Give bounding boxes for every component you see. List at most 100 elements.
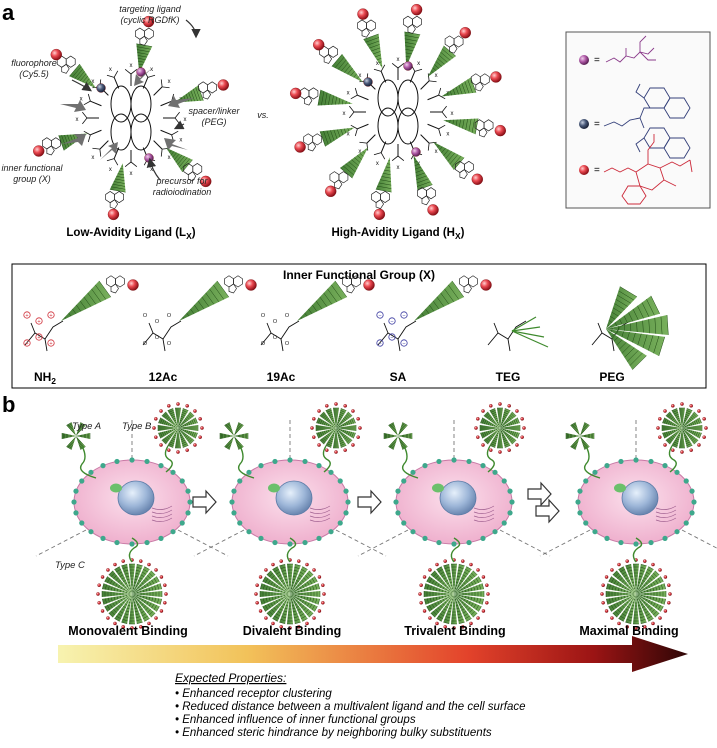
inner-group-label-4: TEG bbox=[496, 370, 521, 384]
svg-text:x: x bbox=[76, 117, 79, 123]
type-b-label: Type B bbox=[122, 421, 152, 432]
svg-text:spacer/linker: spacer/linker bbox=[188, 106, 240, 116]
svg-text:precursor for: precursor for bbox=[155, 176, 208, 186]
low-avidity-title: Low-Avidity Ligand (LX) bbox=[66, 227, 195, 241]
vs-label: vs. bbox=[257, 110, 269, 120]
stage-arrow-1 bbox=[193, 491, 216, 513]
svg-text:targeting ligand: targeting ligand bbox=[119, 4, 182, 14]
expected-properties-list: • Enhanced receptor clustering• Reduced … bbox=[175, 688, 526, 739]
svg-text:O: O bbox=[261, 313, 266, 319]
svg-text:O: O bbox=[261, 341, 266, 347]
structure-legend-box: = = = bbox=[566, 32, 710, 208]
svg-text:−: − bbox=[378, 341, 381, 347]
svg-text:=: = bbox=[594, 119, 600, 130]
type-a-label: Type A bbox=[72, 421, 101, 432]
svg-text:x: x bbox=[435, 149, 438, 155]
svg-text:inner functional: inner functional bbox=[1, 163, 63, 173]
inner-functional-group-title: Inner Functional Group (X) bbox=[283, 268, 435, 282]
svg-text:−: − bbox=[402, 341, 405, 347]
panel-a-letter: a bbox=[2, 0, 15, 25]
svg-text:O: O bbox=[143, 313, 148, 319]
inner-group-label-1: 12Ac bbox=[149, 370, 178, 384]
svg-text:O: O bbox=[285, 313, 290, 319]
svg-text:x: x bbox=[417, 61, 420, 67]
stage-arrow-3a bbox=[528, 483, 551, 505]
callout-targeting: targeting ligand (cyclic RGDfK) bbox=[119, 4, 196, 36]
legend-navy-sphere bbox=[579, 119, 589, 129]
svg-text:+: + bbox=[49, 313, 52, 319]
stage-cell-0 bbox=[36, 402, 228, 629]
svg-text:−: − bbox=[378, 313, 381, 319]
expected-property-2: • Enhanced influence of inner functional… bbox=[175, 714, 416, 726]
svg-text:x: x bbox=[376, 161, 379, 167]
svg-text:x: x bbox=[150, 67, 153, 73]
svg-text:x: x bbox=[451, 111, 454, 117]
stage-cell-1 bbox=[194, 402, 386, 629]
svg-text:(Cy5.5): (Cy5.5) bbox=[19, 69, 49, 79]
stage-cell-3 bbox=[540, 402, 717, 629]
svg-text:x: x bbox=[109, 67, 112, 73]
expected-property-1: • Reduced distance between a multivalent… bbox=[175, 701, 526, 713]
stage-label-1: Divalent Binding bbox=[243, 624, 342, 638]
svg-text:x: x bbox=[446, 132, 449, 138]
svg-text:=: = bbox=[594, 55, 600, 66]
stage-cell-2 bbox=[358, 402, 550, 629]
svg-text:O: O bbox=[273, 335, 278, 341]
stage-label-2: Trivalent Binding bbox=[404, 624, 505, 638]
panel-b-letter: b bbox=[2, 392, 15, 417]
svg-text:x: x bbox=[347, 132, 350, 138]
stage-arrow-3b bbox=[536, 500, 559, 522]
svg-text:O: O bbox=[155, 335, 160, 341]
stage-label-0: Monovalent Binding bbox=[68, 624, 187, 638]
svg-text:x: x bbox=[435, 73, 438, 79]
svg-text:(PEG): (PEG) bbox=[201, 117, 226, 127]
inner-group-label-3: SA bbox=[390, 370, 407, 384]
svg-text:x: x bbox=[397, 57, 400, 63]
svg-text:(cyclic RGDfK): (cyclic RGDfK) bbox=[121, 15, 180, 25]
svg-text:x: x bbox=[91, 155, 94, 161]
callout-inner-group: inner functional group (X) bbox=[1, 163, 63, 184]
inner-group-label-5: PEG bbox=[599, 370, 624, 384]
svg-text:radioiodination: radioiodination bbox=[153, 187, 212, 197]
stage-labels: Monovalent Binding Divalent Binding Trival… bbox=[68, 624, 678, 638]
svg-text:−: − bbox=[390, 319, 393, 325]
svg-text:x: x bbox=[184, 117, 187, 123]
svg-text:−: − bbox=[402, 313, 405, 319]
svg-text:O: O bbox=[167, 341, 172, 347]
svg-text:=: = bbox=[594, 165, 600, 176]
svg-text:O: O bbox=[143, 341, 148, 347]
svg-text:+: + bbox=[49, 341, 52, 347]
stage-arrow-2 bbox=[358, 491, 381, 513]
svg-text:O: O bbox=[273, 319, 278, 325]
svg-text:O: O bbox=[167, 313, 172, 319]
inner-group-label-2: 19Ac bbox=[267, 370, 296, 384]
svg-text:x: x bbox=[347, 90, 350, 96]
svg-text:group (X): group (X) bbox=[13, 174, 51, 184]
svg-text:O: O bbox=[155, 319, 160, 325]
svg-text:+: + bbox=[37, 319, 40, 325]
svg-text:x: x bbox=[179, 138, 182, 144]
svg-text:+: + bbox=[37, 335, 40, 341]
expected-properties-title: Expected Properties: bbox=[175, 671, 286, 685]
high-avidity-title: High-Avidity Ligand (HX) bbox=[331, 227, 464, 241]
svg-text:fluorophore: fluorophore bbox=[11, 58, 57, 68]
svg-text:x: x bbox=[343, 111, 346, 117]
svg-text:+: + bbox=[25, 341, 28, 347]
legend-red-sphere bbox=[579, 165, 589, 175]
svg-text:x: x bbox=[130, 171, 133, 177]
expected-property-0: • Enhanced receptor clustering bbox=[175, 688, 332, 700]
svg-text:O: O bbox=[285, 341, 290, 347]
svg-text:x: x bbox=[397, 165, 400, 171]
svg-text:−: − bbox=[390, 335, 393, 341]
svg-text:+: + bbox=[25, 313, 28, 319]
expected-property-3: • Enhanced steric hindrance by neighbori… bbox=[175, 727, 492, 739]
svg-text:x: x bbox=[168, 155, 171, 161]
svg-text:x: x bbox=[109, 167, 112, 173]
binding-stages bbox=[36, 402, 717, 629]
avidity-gradient-arrow bbox=[58, 636, 688, 672]
svg-text:x: x bbox=[130, 63, 133, 69]
legend-purple-sphere bbox=[579, 55, 589, 65]
type-c-label: Type C bbox=[55, 560, 85, 571]
svg-text:x: x bbox=[168, 79, 171, 85]
